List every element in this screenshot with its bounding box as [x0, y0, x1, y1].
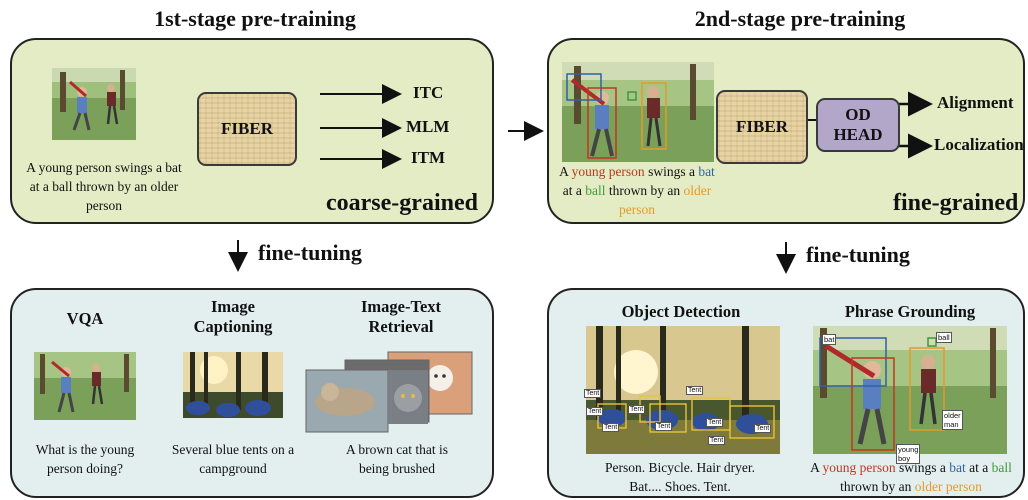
od-box-tag: Tent [754, 424, 772, 433]
left-stage-title: 1st-stage pre-training [154, 6, 356, 31]
task-pg-title: Phrase Grounding [844, 302, 976, 321]
task-captioning-caption: Several blue tents on a campground [171, 442, 295, 476]
od-box-tag: Tent [655, 422, 673, 431]
output-mlm: MLM [406, 117, 450, 136]
task-vqa-caption: What is the young person doing? [35, 442, 135, 476]
task-od-title: Object Detection [621, 302, 741, 321]
task-captioning-title: Image Captioning [193, 297, 273, 336]
pg-label-bat: bat [822, 334, 837, 345]
vqa-photo [34, 352, 136, 420]
stage2-fiber-label: FIBER [736, 117, 788, 136]
object-detection-photo [586, 326, 780, 454]
output-itc: ITC [413, 83, 444, 102]
stage1-caption: A young person swings a bat at a ball th… [26, 160, 182, 213]
stage2-photo [562, 62, 714, 162]
od-box-tag: Tent [584, 389, 602, 398]
stage1-granularity: coarse-grained [326, 190, 478, 216]
task-retrieval-caption: A brown cat that is being brushed [346, 442, 448, 476]
fine-tuning-label-right: fine-tuning [806, 242, 910, 267]
stage1-fiber-label: FIBER [221, 119, 273, 138]
od-box-tag: Tent [602, 423, 620, 432]
captioning-photo [183, 352, 283, 418]
od-box-tag: Tent [686, 386, 704, 395]
stage1-fiber-block: FIBER [197, 92, 297, 166]
pg-label-young-boy: young boy [896, 444, 921, 464]
pg-label-older-man: older man [942, 410, 963, 430]
task-retrieval-title: Image-Text Retrieval [360, 297, 442, 336]
stage2-granularity: fine-grained [893, 190, 1019, 216]
fine-tuning-label-left: fine-tuning [258, 240, 362, 265]
od-box-tag: Tent [586, 407, 604, 416]
output-localization: Localization [934, 135, 1024, 154]
output-itm: ITM [411, 148, 445, 167]
od-box-tag: Tent [708, 436, 726, 445]
stage2-caption: A young person swings a bat at a ball th… [559, 164, 715, 217]
task-od-caption: Person. Bicycle. Hair dryer. Bat.... Sho… [605, 460, 755, 494]
task-vqa-title: VQA [66, 309, 104, 328]
retrieval-photos [305, 351, 473, 433]
output-alignment: Alignment [937, 93, 1014, 112]
right-stage-title: 2nd-stage pre-training [694, 6, 906, 31]
task-pg-caption: A young person swings a bat at a ball th… [810, 460, 1012, 494]
pg-label-ball: ball [936, 332, 952, 343]
stage1-photo [52, 68, 136, 140]
od-box-tag: Tent [628, 405, 646, 414]
od-box-tag: Tent [706, 418, 724, 427]
phrase-grounding-photo [813, 326, 1007, 454]
stage2-fiber-block: FIBER [716, 90, 808, 164]
